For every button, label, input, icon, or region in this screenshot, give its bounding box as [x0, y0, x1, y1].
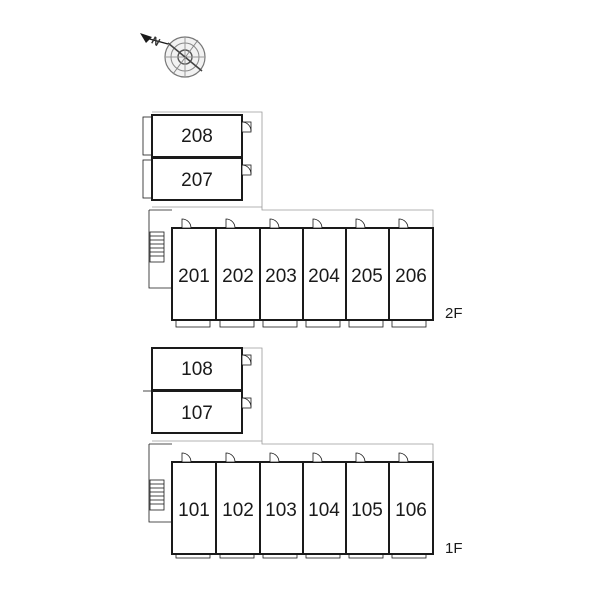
unit-106[interactable]: 106 — [388, 452, 434, 559]
unit-label: 101 — [178, 500, 210, 521]
unit-208[interactable]: 208 — [142, 114, 252, 158]
unit-204[interactable]: 204 — [302, 218, 347, 328]
unit-label: 207 — [181, 170, 213, 191]
unit-label: 105 — [351, 500, 383, 521]
unit-202[interactable]: 202 — [215, 218, 261, 328]
unit-label: 201 — [178, 266, 210, 287]
unit-label: 205 — [351, 266, 383, 287]
unit-203[interactable]: 203 — [259, 218, 304, 328]
floor-2f: 208 207 — [142, 111, 463, 328]
unit-102[interactable]: 102 — [215, 452, 261, 559]
floor-label: 2F — [445, 305, 463, 322]
door-icon — [241, 121, 252, 133]
staircase — [148, 209, 172, 289]
unit-label: 108 — [181, 359, 213, 380]
unit-103[interactable]: 103 — [259, 452, 304, 559]
unit-label: 107 — [181, 403, 213, 424]
floor-label: 1F — [445, 540, 463, 557]
unit-label: 208 — [181, 126, 213, 147]
unit-label: 104 — [308, 500, 340, 521]
unit-label: 103 — [265, 500, 297, 521]
unit-108[interactable]: 108 — [151, 347, 252, 391]
unit-105[interactable]: 105 — [345, 452, 390, 559]
floor-1f: 108 107 — [143, 347, 463, 559]
unit-101[interactable]: 101 — [171, 452, 217, 559]
door-icon — [241, 164, 252, 176]
corridor-2f — [152, 111, 434, 228]
unit-104[interactable]: 104 — [302, 452, 347, 559]
door-icon — [241, 354, 252, 366]
staircase — [148, 443, 172, 523]
unit-205[interactable]: 205 — [345, 218, 390, 328]
unit-206[interactable]: 206 — [388, 218, 434, 328]
door-icon — [241, 397, 252, 409]
unit-label: 106 — [395, 500, 427, 521]
unit-207[interactable]: 207 — [142, 157, 252, 201]
unit-label: 206 — [395, 266, 427, 287]
unit-label: 203 — [265, 266, 297, 287]
unit-201[interactable]: 201 — [171, 218, 217, 328]
unit-label: 102 — [222, 500, 254, 521]
compass-icon: N — [140, 33, 206, 78]
unit-label: 202 — [222, 266, 254, 287]
unit-107[interactable]: 107 — [143, 390, 252, 434]
unit-label: 204 — [308, 266, 340, 287]
